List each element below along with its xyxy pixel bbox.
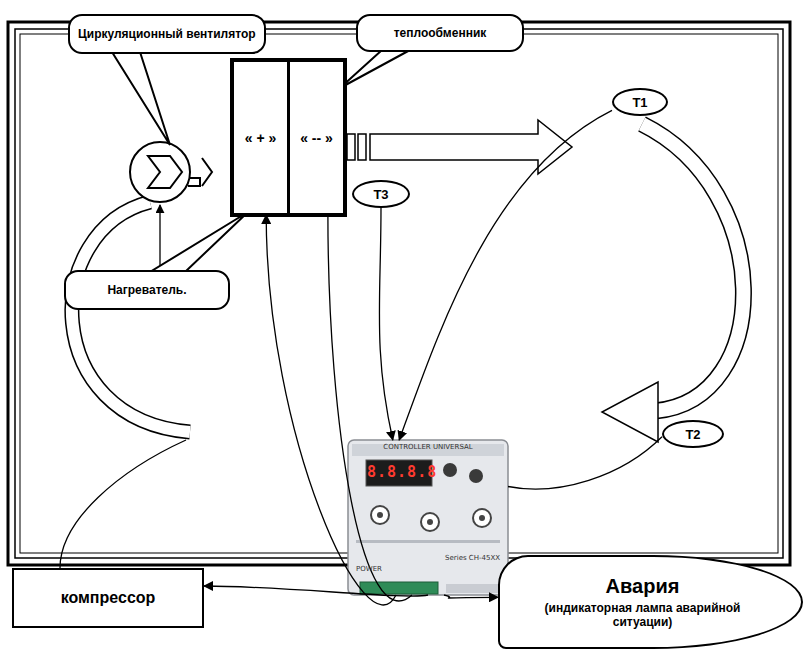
compressor-wire bbox=[60, 440, 186, 568]
fan-symbol bbox=[130, 142, 212, 202]
node-text: CONTROLLER UNIVERSAL bbox=[356, 443, 500, 451]
heater-fan-wire bbox=[159, 205, 160, 270]
node-text: Авария bbox=[606, 575, 680, 598]
node-text: « + » bbox=[245, 130, 277, 146]
node-text: POWER bbox=[356, 565, 500, 573]
display-digits: 8.8.8.8 bbox=[367, 463, 431, 481]
wire-connector bbox=[508, 437, 662, 489]
node-text: теплообменник bbox=[394, 26, 487, 40]
alarm-lamp: Авария (индикаторная лампа аварийной ситу… bbox=[498, 555, 803, 649]
callout-bubble: Нагреватель. bbox=[64, 270, 230, 310]
outflow-slot bbox=[358, 134, 366, 160]
air-return-head bbox=[602, 382, 658, 442]
callout-bubble: теплообменник bbox=[356, 14, 524, 52]
sensor-label: T2 bbox=[662, 420, 724, 448]
node-text: T1 bbox=[632, 95, 647, 110]
wire-connector bbox=[328, 215, 412, 601]
node-text: Series CH-45XX bbox=[356, 554, 500, 562]
node-text: T2 bbox=[685, 427, 700, 442]
node-text: T3 bbox=[373, 187, 388, 202]
wire-connector bbox=[204, 586, 428, 596]
outflow-slot bbox=[347, 134, 355, 160]
air-flow-band bbox=[72, 202, 190, 432]
cooler-section: « -- » bbox=[288, 60, 345, 215]
air-return-band bbox=[642, 124, 743, 411]
air-flow-arrow bbox=[370, 120, 572, 174]
heater-section: « + » bbox=[232, 60, 289, 215]
wire-connector bbox=[379, 208, 392, 440]
label-holder: 8.8.8.8 bbox=[367, 463, 431, 481]
node-text: (индикаторная лампа аварийной ситуации) bbox=[514, 601, 771, 629]
node-text: Циркуляционный вентилятор bbox=[78, 27, 256, 41]
node-text: компрессор bbox=[61, 589, 156, 607]
room-frame-outer bbox=[8, 22, 790, 565]
compressor-box: компрессор bbox=[12, 568, 204, 628]
callout-tail bbox=[340, 50, 410, 88]
node-text: « -- » bbox=[300, 130, 333, 146]
heat-exchanger bbox=[231, 59, 346, 216]
wire-connector bbox=[266, 215, 396, 605]
node-text: Нагреватель. bbox=[107, 283, 186, 297]
air-return-band-fill bbox=[642, 124, 743, 411]
room-frame-inner2 bbox=[20, 34, 778, 553]
callout-bubble: Циркуляционный вентилятор bbox=[68, 14, 266, 54]
wire-connector bbox=[444, 595, 498, 598]
sensor-label: T3 bbox=[352, 180, 410, 208]
callout-tail bbox=[150, 212, 248, 272]
controller-device bbox=[348, 440, 508, 595]
sensor-label: T1 bbox=[612, 88, 668, 116]
air-flow-band-fill bbox=[72, 202, 190, 432]
wire-connector bbox=[399, 110, 612, 440]
room-frame-inner bbox=[15, 29, 783, 558]
callout-tail bbox=[112, 52, 170, 145]
